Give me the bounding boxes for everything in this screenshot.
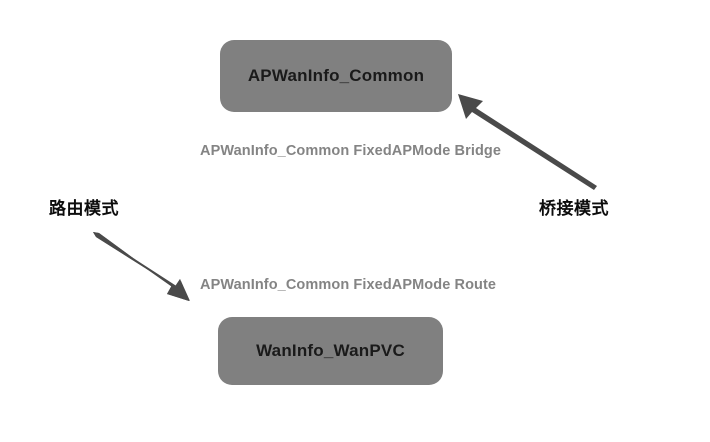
edge-label-fixedapmode-route: APWanInfo_Common FixedAPMode Route	[200, 277, 497, 293]
mode-label-bridge: 桥接模式	[539, 199, 609, 218]
route-arrow	[93, 232, 190, 301]
node-apwaninfo-common-label: APWanInfo_Common	[247, 66, 425, 85]
node-apwaninfo-common[interactable]: APWanInfo_Common	[220, 40, 452, 112]
mode-label-route: 路由模式	[49, 199, 119, 218]
node-waninfo-wanpvc[interactable]: WanInfo_WanPVC	[218, 317, 443, 385]
bridge-arrow	[458, 94, 597, 190]
node-waninfo-wanpvc-label: WanInfo_WanPVC	[256, 341, 405, 360]
edge-label-fixedapmode-bridge: APWanInfo_Common FixedAPMode Bridge	[200, 143, 502, 159]
